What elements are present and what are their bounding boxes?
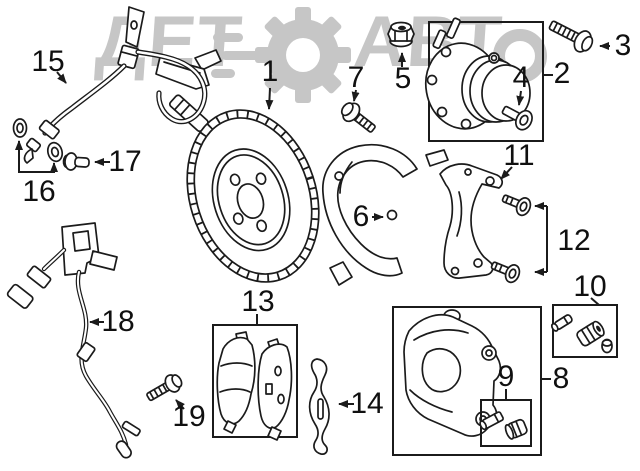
callout-leaders bbox=[15, 42, 610, 410]
part-pad-clip bbox=[308, 358, 330, 455]
callout-12-label: 12 bbox=[557, 224, 591, 257]
callout-6-label: 6 bbox=[352, 200, 370, 233]
callout-4-label: 4 bbox=[512, 61, 530, 94]
part-guide-pin-kit bbox=[550, 304, 618, 358]
part-bolt-7 bbox=[340, 102, 376, 133]
callout-16-label: 16 bbox=[22, 175, 56, 208]
part-brake-hose bbox=[23, 6, 222, 164]
callout-7-label: 7 bbox=[347, 61, 365, 94]
part-nut-5 bbox=[387, 21, 415, 48]
part-bolt-17 bbox=[62, 152, 90, 171]
part-abs-sensor bbox=[6, 222, 141, 459]
box-pin-kit bbox=[552, 304, 618, 358]
part-dust-shield bbox=[322, 143, 418, 286]
box-pads bbox=[212, 324, 298, 438]
gear-icon bbox=[211, 7, 351, 103]
part-brake-rotor bbox=[186, 109, 320, 283]
callout-13-label: 13 bbox=[241, 285, 275, 318]
callout-15-label: 15 bbox=[31, 45, 65, 78]
part-washers bbox=[12, 118, 64, 163]
callout-17-label: 17 bbox=[108, 145, 142, 178]
callout-11-label: 11 bbox=[503, 139, 535, 172]
part-piston-kit bbox=[479, 399, 532, 447]
box-caliper bbox=[392, 306, 542, 456]
part-bolt-19 bbox=[146, 374, 183, 402]
callout-2-label: 2 bbox=[553, 57, 571, 90]
part-bolt-4 bbox=[501, 105, 533, 131]
callout-18-label: 18 bbox=[101, 305, 135, 338]
part-hub-bearing bbox=[424, 17, 544, 142]
callout-3-label: 3 bbox=[614, 29, 632, 62]
part-caliper bbox=[392, 306, 542, 456]
callout-10-label: 10 bbox=[573, 270, 607, 303]
callout-19-label: 19 bbox=[172, 400, 206, 433]
part-bolt-3 bbox=[548, 20, 594, 53]
callout-9-label: 9 bbox=[497, 360, 515, 393]
part-caliper-bracket bbox=[425, 149, 503, 279]
part-brake-pads bbox=[212, 324, 298, 441]
callout-5-label: 5 bbox=[394, 62, 412, 95]
callout-14-label: 14 bbox=[350, 387, 384, 420]
callout-8-label: 8 bbox=[552, 362, 570, 395]
part-bolts-12 bbox=[490, 194, 532, 284]
callout-1-label: 1 bbox=[261, 55, 279, 88]
